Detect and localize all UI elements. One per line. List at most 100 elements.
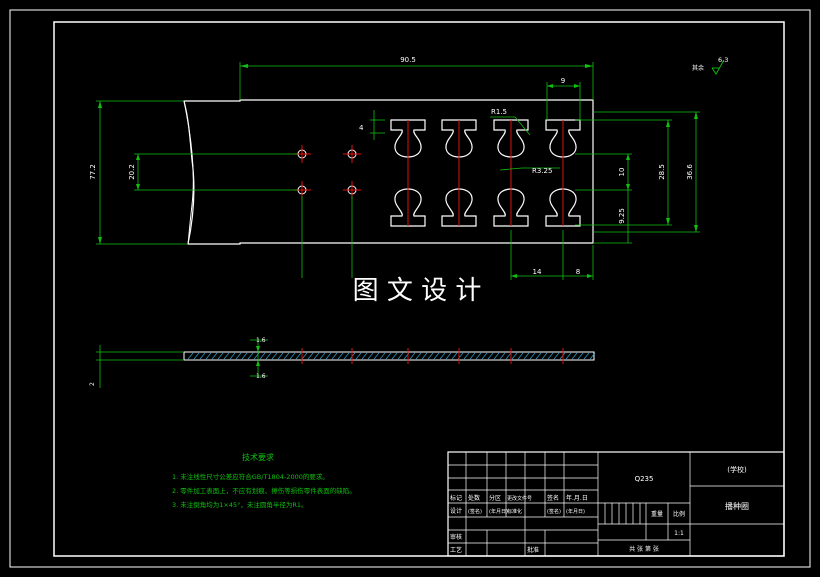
hatch-line <box>217 352 224 360</box>
hatch-line <box>277 352 284 360</box>
roughness-symbol: 其余 6.3 <box>692 56 728 75</box>
tb-row-header-4: 签名 <box>547 494 559 502</box>
hatch-line <box>391 352 398 360</box>
hatch-line <box>577 352 584 360</box>
hatch-line <box>445 352 452 360</box>
tb-school: (学校) <box>727 465 747 474</box>
hatch-line <box>421 352 428 360</box>
hatch-line <box>439 352 446 360</box>
section-cut-marks <box>301 348 564 364</box>
watermark: 图 文 设 计 <box>353 276 482 306</box>
dim-gap-top: 4 <box>359 124 364 132</box>
tb-material: Q235 <box>635 475 654 483</box>
tb-design-2: (年月日) <box>489 508 508 515</box>
hatch-line <box>187 352 194 360</box>
slots-top-row <box>390 119 581 158</box>
hatch-line <box>529 352 536 360</box>
slot-bottom-2 <box>441 188 477 227</box>
hatch-line <box>283 352 290 360</box>
hatch-line <box>511 352 518 360</box>
hatch-line <box>553 352 560 360</box>
hatch-line <box>271 352 278 360</box>
tb-row-header-5: 年.月.日 <box>566 494 588 502</box>
tb-scale: 1:1 <box>674 530 684 537</box>
slot-bottom-4 <box>545 188 581 227</box>
hatch-line <box>547 352 554 360</box>
hatch-line <box>247 352 254 360</box>
hatch-line <box>193 352 200 360</box>
dim-bottom-8: 8 <box>576 268 580 276</box>
hatch-line <box>379 352 386 360</box>
hatch-line <box>301 352 308 360</box>
hatch-line <box>361 352 368 360</box>
hatch-line <box>259 352 266 360</box>
slot-top-4 <box>545 119 581 158</box>
hatch-line <box>475 352 482 360</box>
tb-row-header-2: 分区 <box>489 494 501 502</box>
hatch-line <box>469 352 476 360</box>
hatch-line <box>331 352 338 360</box>
tb-row-header-0: 标记 <box>450 494 462 502</box>
hatch-line <box>397 352 404 360</box>
hatch-line <box>451 352 458 360</box>
section-hatch <box>187 352 596 360</box>
dimension-lines <box>96 62 700 280</box>
break-line <box>183 100 194 245</box>
hatch-line <box>589 352 596 360</box>
tb-row-header-3: 更改文件号 <box>507 495 532 502</box>
dim-side-2: 2 <box>89 382 96 386</box>
tb-weight-label: 重量 <box>651 510 663 518</box>
tb-scale-label: 比例 <box>673 510 685 518</box>
hatch-line <box>523 352 530 360</box>
section-dimensions <box>96 338 268 388</box>
hatch-line <box>325 352 332 360</box>
tb-design-1: (签名) <box>468 508 482 515</box>
hatch-line <box>427 352 434 360</box>
hatch-line <box>487 352 494 360</box>
hatch-line <box>337 352 344 360</box>
dim-height-left: 77.2 <box>89 164 97 180</box>
slot-top-1 <box>390 119 426 158</box>
hatch-line <box>223 352 230 360</box>
dim-radius-small: R1.5 <box>491 108 507 116</box>
center-marks <box>293 120 564 226</box>
hatch-line <box>211 352 218 360</box>
tb-sheet: 共 张 第 张 <box>629 545 659 553</box>
slot-top-3 <box>493 119 529 158</box>
section-strip <box>183 351 595 361</box>
dim-pitch: 9 <box>561 77 565 85</box>
hatch-line <box>535 352 542 360</box>
hatch-line <box>235 352 242 360</box>
outer-border <box>9 9 811 568</box>
hatch-line <box>343 352 350 360</box>
tech-item-1: 1. 未注线性尺寸公差应符合GB/T1804-2000的要求。 <box>172 472 329 481</box>
tb-design-5: (年月日) <box>566 508 585 515</box>
dim-thickness-1: 1.6 <box>256 337 266 344</box>
dim-height-right-1: 28.5 <box>658 164 666 180</box>
hatch-line <box>205 352 212 360</box>
hatch-line <box>433 352 440 360</box>
section-view: 1.6 1.6 2 <box>89 337 596 388</box>
arrowheads <box>98 64 698 278</box>
hatch-line <box>307 352 314 360</box>
hatch-line <box>367 352 374 360</box>
slots-bottom-row <box>390 188 581 227</box>
hatch-line <box>571 352 578 360</box>
slot-bottom-1 <box>390 188 426 227</box>
dim-inner-height: 10 <box>618 168 626 177</box>
title-block: Q235 (学校) 播种圈 标记 处数 分区 更改文件号 签名 年.月.日 设计… <box>447 451 785 557</box>
hatch-line <box>415 352 422 360</box>
hatch-line <box>295 352 302 360</box>
dim-offset-bottom: 9.25 <box>618 208 626 224</box>
dim-bottom-14: 14 <box>533 268 542 276</box>
hatch-line <box>409 352 416 360</box>
tech-item-2: 2. 零件加工表面上，不应有划痕、擦伤等损伤零件表面的缺陷。 <box>172 486 356 495</box>
hatch-line <box>565 352 572 360</box>
inner-border <box>53 21 785 557</box>
tb-review: 审核 <box>450 533 462 541</box>
hatch-line <box>385 352 392 360</box>
slot-top-2 <box>441 119 477 158</box>
hatch-line <box>229 352 236 360</box>
hatch-line <box>463 352 470 360</box>
